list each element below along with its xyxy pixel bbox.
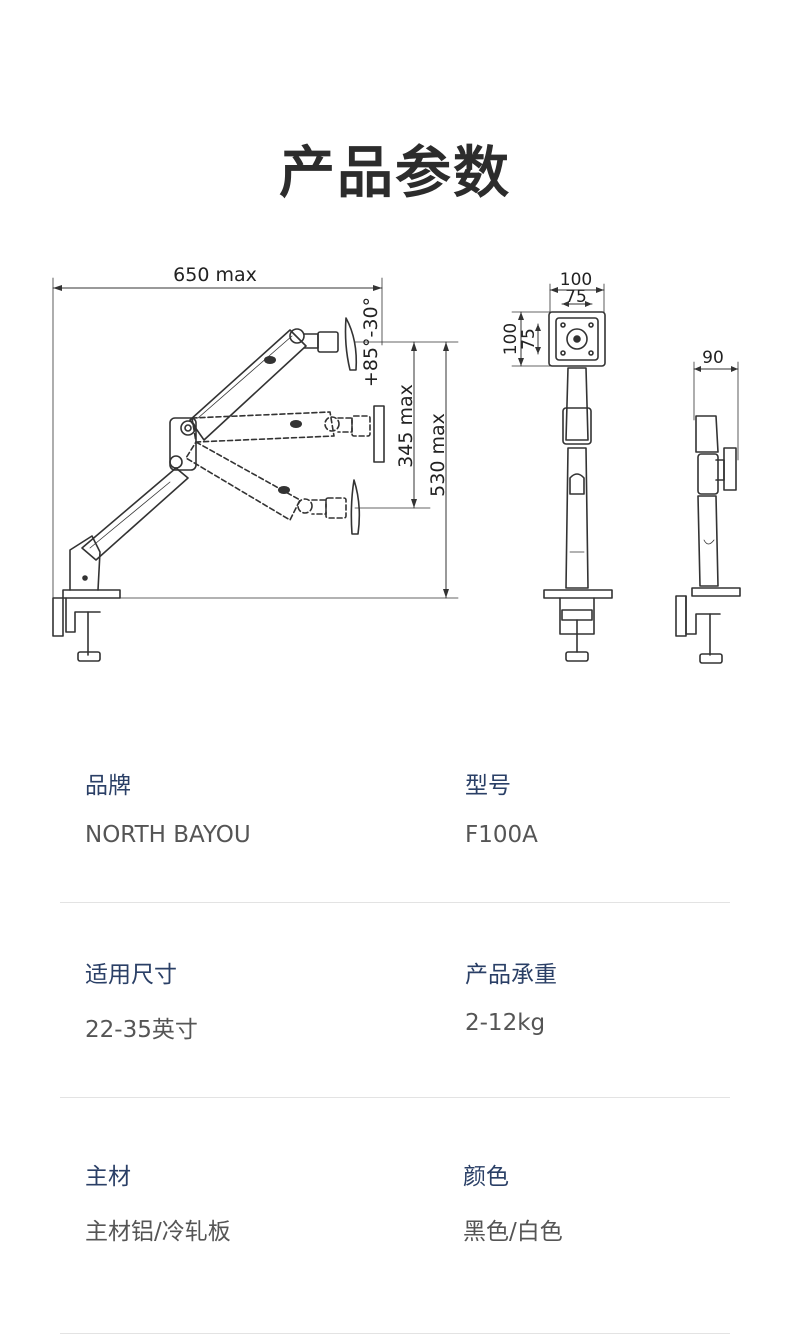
spec-divider	[60, 902, 730, 903]
tilt-range-label: +85°-30°	[360, 297, 382, 387]
vesa-75-vertical-label: 75	[519, 328, 539, 350]
vesa-100-horizontal-label: 100	[560, 270, 592, 290]
page-title: 产品参数	[279, 141, 511, 206]
spec-label-brand: 品牌	[85, 773, 131, 799]
side-view-arm-icon	[52, 277, 459, 662]
spec-value-brand: NORTH BAYOU	[85, 822, 251, 848]
height-530-label: 530 max	[427, 413, 449, 497]
vesa-75-horizontal-label: 75	[565, 287, 587, 307]
spec-value-color: 黑色/白色	[463, 1219, 563, 1245]
vesa-100-vertical-label: 100	[501, 323, 521, 355]
spec-value-load: 2-12kg	[465, 1010, 546, 1036]
spec-label-model: 型号	[465, 773, 511, 799]
spec-divider	[60, 1333, 730, 1334]
spec-label-color: 颜色	[463, 1164, 509, 1190]
width-max-label: 650 max	[173, 264, 257, 286]
spec-value-material: 主材铝/冷轧板	[85, 1219, 231, 1245]
depth-90-label: 90	[702, 348, 724, 368]
rear-side-view-arm-icon	[675, 361, 741, 664]
height-345-label: 345 max	[395, 384, 417, 468]
spec-value-model: F100A	[465, 822, 538, 848]
spec-value-screen-size: 22-35英寸	[85, 1017, 198, 1043]
spec-label-material: 主材	[85, 1164, 131, 1190]
spec-label-screen-size: 适用尺寸	[85, 962, 177, 988]
spec-divider	[60, 1097, 730, 1098]
front-view-arm-icon	[511, 283, 613, 662]
product-dimension-diagram: 650 max +85°-30° 345 max 530 max 100 75 …	[52, 264, 741, 664]
spec-label-load: 产品承重	[465, 962, 557, 988]
